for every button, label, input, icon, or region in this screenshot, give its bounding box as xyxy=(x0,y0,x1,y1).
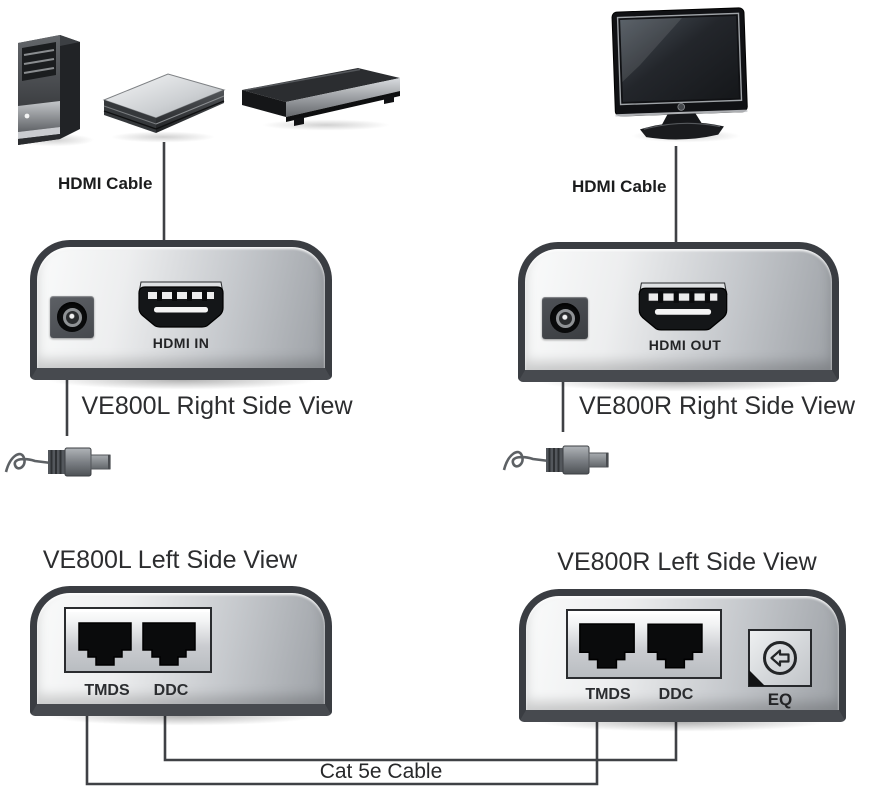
panel-ve800r-left-side: TMDS DDC EQ xyxy=(519,589,846,722)
hdmi-out-label: HDMI OUT xyxy=(648,337,722,353)
eq-dial-arrow-icon xyxy=(763,641,797,675)
ddc-label: DDC xyxy=(153,682,189,699)
cat5e-tmds-line xyxy=(85,704,599,786)
rj45-port-tmds-icon xyxy=(579,623,635,669)
cat5e-ddc-line xyxy=(163,704,678,762)
rj45-port-tmds-icon xyxy=(78,622,132,666)
hdmi-cable-label-left: HDMI Cable xyxy=(58,174,153,193)
hdmi-cable-label-right: HDMI Cable xyxy=(572,177,667,196)
dvd-shadow xyxy=(98,130,228,144)
ddc-label: DDC xyxy=(658,686,694,703)
dc-jack-hole xyxy=(57,302,87,332)
av-receiver-icon xyxy=(242,68,400,126)
view-title-ve800r-right: VE800R Right Side View xyxy=(578,392,856,420)
pc-tower-icon xyxy=(18,35,80,145)
view-title-ve800l-right: VE800L Right Side View xyxy=(81,392,353,420)
panel-ve800r-right-side: HDMI OUT xyxy=(518,242,839,382)
dc-power-plug-icon xyxy=(502,445,609,475)
eq-label: EQ xyxy=(767,690,793,709)
cat5e-cable-label: Cat 5e Cable xyxy=(319,760,443,783)
dc-power-jack xyxy=(50,296,94,338)
rj45-port-ddc-icon xyxy=(647,623,703,669)
tmds-label: TMDS xyxy=(84,682,130,699)
dc-jack-hole xyxy=(550,303,580,333)
rj45-port-ddc-icon xyxy=(142,622,196,666)
tmds-label: TMDS xyxy=(585,686,631,703)
panel-ve800l-right-side: HDMI IN xyxy=(30,240,332,380)
eq-corner-fold xyxy=(749,670,765,686)
tv-display-icon xyxy=(611,7,748,140)
view-title-ve800r-left: VE800R Left Side View xyxy=(557,548,817,576)
hdmi-in-label: HDMI IN xyxy=(152,335,210,351)
view-title-ve800l-left: VE800L Left Side View xyxy=(42,546,298,574)
hdmi-port-icon xyxy=(638,282,728,331)
hdmi-port-icon xyxy=(138,281,224,328)
panel-ve800l-left-side: TMDS DDC xyxy=(30,586,332,716)
eq-adjust-dial xyxy=(748,629,812,687)
dc-power-plug-icon xyxy=(4,447,111,477)
dvd-player-icon xyxy=(102,73,226,133)
rj45-port-plate xyxy=(566,609,722,679)
rj45-port-plate xyxy=(64,607,212,673)
dc-power-jack xyxy=(542,297,588,339)
